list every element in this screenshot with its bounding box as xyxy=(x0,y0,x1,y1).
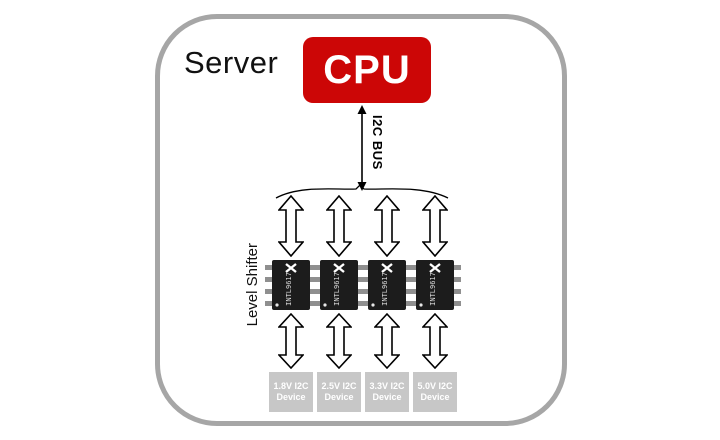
shifter-column-1: INTL9617 1.8V I2C Device xyxy=(265,195,317,412)
bidirectional-arrow-icon xyxy=(422,313,448,369)
bidirectional-arrow-icon xyxy=(278,195,304,257)
bidirectional-arrow-icon xyxy=(326,195,352,257)
device-word-label: Device xyxy=(372,392,402,402)
i2c-bus-label: I2C BUS xyxy=(370,115,385,170)
level-shifter-label: Level Shifter xyxy=(244,243,261,327)
device-voltage-label: 1.8V I2C xyxy=(273,380,309,391)
device-voltage-label: 5.0V I2C xyxy=(417,380,453,391)
bidirectional-arrow-icon xyxy=(326,313,352,369)
i2c-device-box: 2.5V I2C Device xyxy=(317,372,361,412)
server-label: Server xyxy=(184,45,279,80)
bidirectional-arrow-icon xyxy=(374,195,400,257)
device-word-label: Device xyxy=(420,392,450,402)
shifter-column-3: INTL9617 3.3V I2C Device xyxy=(361,195,413,412)
bidirectional-arrow-icon xyxy=(374,313,400,369)
level-shifter-chip-icon: INTL9617 xyxy=(313,260,365,310)
i2c-device-box: 1.8V I2C Device xyxy=(269,372,313,412)
device-voltage-label: 3.3V I2C xyxy=(369,380,405,391)
chip-part-number: INTL9617 xyxy=(381,272,389,306)
i2c-device-box: 3.3V I2C Device xyxy=(365,372,409,412)
grouping-brace-icon xyxy=(275,184,449,199)
i2c-device-box: 5.0V I2C Device xyxy=(413,372,457,412)
shifter-column-2: INTL9617 2.5V I2C Device xyxy=(313,195,365,412)
device-word-label: Device xyxy=(324,392,354,402)
level-shifter-chip-icon: INTL9617 xyxy=(409,260,461,310)
i2c-bus-arrow-icon xyxy=(357,105,367,191)
cpu-box: CPU xyxy=(303,37,431,103)
bidirectional-arrow-icon xyxy=(278,313,304,369)
shifter-columns: INTL9617 1.8V I2C Device xyxy=(265,195,461,412)
server-boundary: Server CPU I2C BUS Level Shifter xyxy=(155,14,567,426)
shifter-column-4: INTL9617 5.0V I2C Device xyxy=(409,195,461,412)
chip-part-number: INTL9617 xyxy=(285,272,293,306)
device-voltage-label: 2.5V I2C xyxy=(321,380,357,391)
chip-part-number: INTL9617 xyxy=(333,272,341,306)
cpu-label: CPU xyxy=(323,47,411,92)
level-shifter-chip-icon: INTL9617 xyxy=(265,260,317,310)
device-word-label: Device xyxy=(276,392,306,402)
chip-part-number: INTL9617 xyxy=(429,272,437,306)
level-shifter-chip-icon: INTL9617 xyxy=(361,260,413,310)
bidirectional-arrow-icon xyxy=(422,195,448,257)
